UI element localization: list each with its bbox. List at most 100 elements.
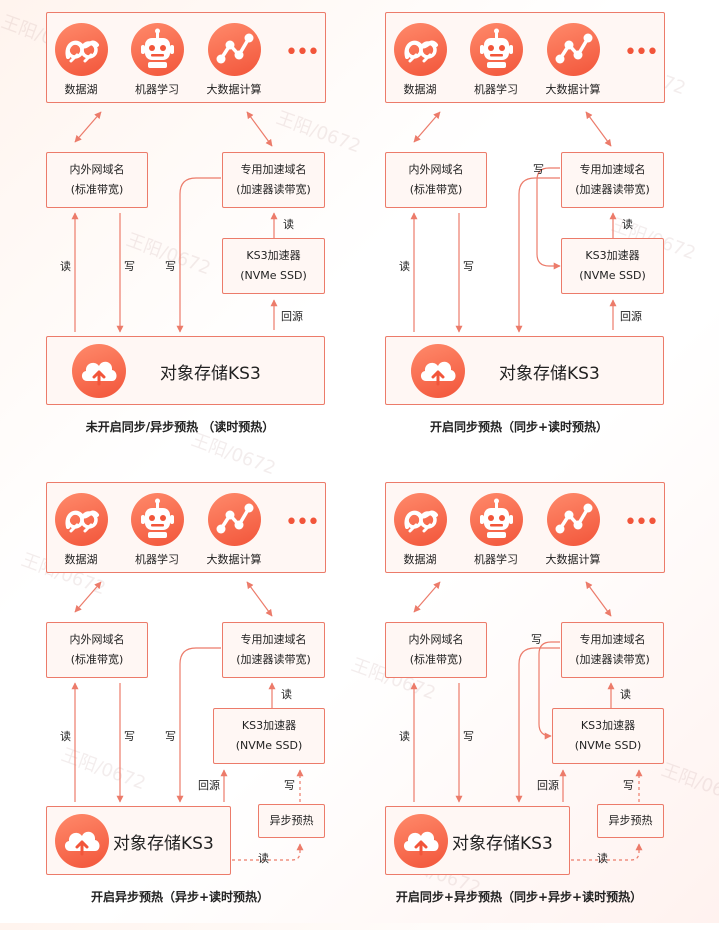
object-storage-box: 对象存储KS3 [385, 336, 664, 405]
inner-domain-subtitle: (标准带宽) [70, 183, 124, 196]
workload-box: 数据湖 机器学习 大数据计算 ••• [385, 12, 665, 103]
cloud-upload-icon [411, 344, 465, 398]
more-icon: ••• [285, 40, 320, 65]
write-label: 写 [165, 260, 176, 273]
data-lake-icon [55, 493, 108, 546]
panel-sync-prefetch: 数据湖 机器学习 大数据计算 ••• 内外网域名 (标准带宽) 专用加速域名 (… [339, 0, 699, 460]
machine-learning-label: 机器学习 [474, 553, 518, 566]
cloud-upload-icon [72, 344, 126, 398]
inner-domain-title: 内外网域名 [69, 633, 125, 646]
accel-domain-title: 专用加速域名 [579, 163, 646, 176]
data-lake-label: 数据湖 [64, 83, 98, 96]
ks3-accelerator-subtitle: (NVMe SSD) [574, 739, 642, 752]
machine-learning-label: 机器学习 [135, 83, 179, 96]
inner-domain-subtitle: (标准带宽) [70, 653, 124, 666]
inner-domain-title: 内外网域名 [69, 163, 125, 176]
ks3-accelerator-title: KS3加速器 [246, 249, 301, 262]
big-data-label: 大数据计算 [206, 83, 262, 96]
ks3-accelerator-title: KS3加速器 [585, 249, 640, 262]
more-icon: ••• [624, 510, 659, 535]
flow-arrows [410, 111, 617, 333]
read-label: 读 [258, 852, 269, 865]
read-label: 读 [399, 260, 410, 273]
cloud-upload-icon [55, 814, 109, 868]
flow-arrows [410, 581, 643, 861]
inner-domain-box: 内外网域名 (标准带宽) [46, 152, 148, 208]
write-label: 写 [531, 633, 542, 646]
graph-icon [208, 23, 261, 76]
panel-caption: 未开启同步/异步预热 （读时预热） [85, 420, 275, 434]
write-label: 写 [284, 779, 295, 792]
write-label: 写 [124, 260, 135, 273]
graph-icon [547, 23, 600, 76]
write-label: 写 [533, 163, 544, 176]
write-label: 写 [124, 730, 135, 743]
inner-domain-title: 内外网域名 [408, 163, 464, 176]
ks3-accelerator-box: KS3加速器 (NVMe SSD) [552, 708, 664, 764]
async-prefetch-box: 异步预热 [597, 804, 664, 838]
workload-box: 数据湖 机器学习 大数据计算 ••• [46, 12, 326, 103]
ks3-accelerator-subtitle: (NVMe SSD) [235, 739, 303, 752]
inner-domain-box: 内外网域名 (标准带宽) [46, 622, 148, 678]
origin-label: 回源 [537, 779, 559, 792]
ks3-accelerator-box: KS3加速器 (NVMe SSD) [561, 238, 664, 294]
write-label: 写 [165, 730, 176, 743]
accel-domain-title: 专用加速域名 [240, 163, 307, 176]
panel-async-prefetch: 数据湖 机器学习 大数据计算 ••• 内外网域名 (标准带宽) 专用加速域名 (… [0, 470, 360, 930]
big-data-label: 大数据计算 [545, 83, 601, 96]
cloud-upload-icon [394, 814, 448, 868]
data-lake-label: 数据湖 [64, 553, 98, 566]
object-storage-label: 对象存储KS3 [160, 364, 261, 384]
async-prefetch-label: 异步预热 [608, 814, 653, 827]
data-lake-label: 数据湖 [403, 553, 437, 566]
accel-domain-subtitle: (加速器读带宽) [236, 653, 311, 666]
workload-box: 数据湖 机器学习 大数据计算 ••• [46, 482, 326, 573]
accel-domain-box: 专用加速域名 (加速器读带宽) [222, 622, 325, 678]
read-label: 读 [283, 218, 294, 231]
panel-caption: 开启异步预热（异步+读时预热） [90, 890, 270, 904]
more-icon: ••• [624, 40, 659, 65]
accel-domain-subtitle: (加速器读带宽) [575, 653, 650, 666]
robot-icon [131, 23, 184, 76]
machine-learning-label: 机器学习 [135, 553, 179, 566]
robot-icon [131, 493, 184, 546]
ks3-accelerator-title: KS3加速器 [580, 719, 636, 732]
read-label: 读 [622, 218, 633, 231]
ks3-accelerator-subtitle: (NVMe SSD) [579, 269, 646, 282]
data-lake-icon [394, 493, 447, 546]
inner-domain-subtitle: (标准带宽) [409, 183, 463, 196]
accel-domain-box: 专用加速域名 (加速器读带宽) [561, 622, 664, 678]
panel-sync-async-prefetch: 数据湖 机器学习 大数据计算 ••• 内外网域名 (标准带宽) 专用加速域名 (… [339, 470, 699, 930]
object-storage-label: 对象存储KS3 [452, 834, 553, 854]
async-prefetch-box: 异步预热 [258, 804, 325, 838]
write-label: 写 [463, 730, 474, 743]
more-icon: ••• [285, 510, 320, 535]
object-storage-box: 对象存储KS3 [385, 806, 570, 875]
data-lake-icon [55, 23, 108, 76]
accel-domain-title: 专用加速域名 [240, 633, 307, 646]
object-storage-label: 对象存储KS3 [113, 834, 214, 854]
object-storage-box: 对象存储KS3 [46, 336, 325, 405]
accel-domain-subtitle: (加速器读带宽) [236, 183, 311, 196]
machine-learning-label: 机器学习 [474, 83, 518, 96]
ks3-accelerator-box: KS3加速器 (NVMe SSD) [213, 708, 325, 764]
flow-arrows [71, 581, 304, 861]
big-data-label: 大数据计算 [545, 553, 601, 566]
panel-no-prefetch: 数据湖 机器学习 大数据计算 ••• 内外网域名 (标准带宽) 专用加速域名 (… [0, 0, 360, 460]
inner-domain-title: 内外网域名 [408, 633, 464, 646]
graph-icon [208, 493, 261, 546]
origin-label: 回源 [198, 779, 220, 792]
object-storage-box: 对象存储KS3 [46, 806, 231, 875]
graph-icon [547, 493, 600, 546]
read-label: 读 [60, 260, 71, 273]
origin-label: 回源 [620, 310, 642, 323]
read-label: 读 [281, 688, 292, 701]
flow-arrows [71, 111, 278, 333]
read-label: 读 [60, 730, 71, 743]
robot-icon [470, 493, 523, 546]
inner-domain-box: 内外网域名 (标准带宽) [385, 152, 487, 208]
ks3-accelerator-subtitle: (NVMe SSD) [240, 269, 307, 282]
read-label: 读 [399, 730, 410, 743]
data-lake-label: 数据湖 [403, 83, 437, 96]
accel-domain-title: 专用加速域名 [579, 633, 646, 646]
